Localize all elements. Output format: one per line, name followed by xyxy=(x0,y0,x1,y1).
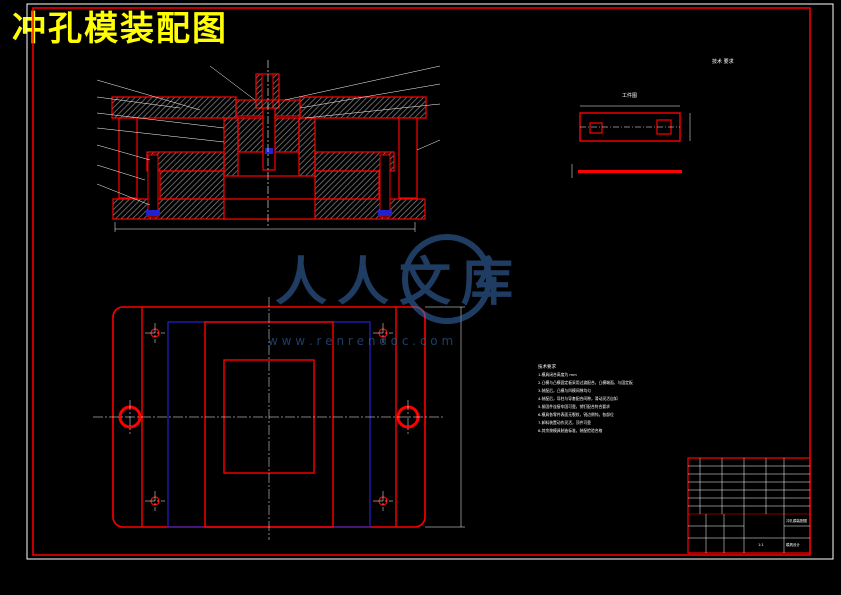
tech-note-line: 3.装配后，凸模与凹模间隙均匀 xyxy=(538,388,591,393)
watermark-url: w w w . r e n r e n d o c . c o m xyxy=(268,334,453,348)
bolt-left xyxy=(147,154,159,218)
plan-view xyxy=(93,297,465,540)
tech-note-line: 8.其余按模具制造标准，装配检验合格 xyxy=(538,428,603,433)
workpiece-view xyxy=(571,105,691,178)
die-plate-right xyxy=(314,170,380,200)
tech-note-line: 6.模具各零件表面无裂纹，锐边倒钝，各部位 xyxy=(538,412,614,417)
workpiece-hole-left xyxy=(589,122,603,134)
watermark-brand: 人人文库 xyxy=(275,253,523,313)
tech-note-line: 7.卸料装置动作灵活，顶件可靠 xyxy=(538,420,591,425)
punch xyxy=(262,107,276,171)
tech-note-line: 4.装配后，导柱与导套配合间隙，滑动灵活自如 xyxy=(538,396,618,401)
section-view xyxy=(96,60,441,232)
inner-frame xyxy=(32,7,811,556)
outer-frame xyxy=(26,3,834,560)
tech-note-line: 2.凸模与凸模固定板采用过渡配合，凸模端面，与固定板 xyxy=(538,380,633,385)
title-block xyxy=(687,457,811,554)
title-block-name: 冲孔模装配图 xyxy=(786,518,807,523)
watermark: 人人文库 w w w . r e n r e n d o c . c o m xyxy=(268,234,523,348)
punch-plate-right xyxy=(298,117,316,177)
part-label: 工件图 xyxy=(622,92,637,99)
guide-post-left xyxy=(118,117,138,199)
tech-notes-heading: 技术要求 xyxy=(538,363,556,370)
guide-post-right xyxy=(398,117,418,199)
tech-note-line: 1.模具闭合高度为 mm xyxy=(538,372,577,377)
lower-die-cavity xyxy=(223,175,316,220)
top-right-note: 技术 要求 xyxy=(712,58,734,65)
page-title: 冲孔模装配图 xyxy=(12,9,228,49)
workpiece-side xyxy=(578,170,682,173)
tech-notes: 技术要求 1.模具闭合高度为 mm 2.凸模与凸模固定板采用过渡配合，凸模端面，… xyxy=(538,363,633,433)
punch-plate-left xyxy=(223,117,239,177)
watermark-logo-ring xyxy=(402,234,492,324)
upper-die-plate xyxy=(111,96,237,119)
title-block-scale: 1:1 xyxy=(758,543,764,547)
title-block-school: 模具设计 xyxy=(786,542,800,547)
stripper-plate-left xyxy=(146,151,225,172)
bolt-right xyxy=(379,154,391,218)
tech-note-line: 5.紧固件连接牢固可靠，销钉配合符合要求 xyxy=(538,404,610,409)
die-plate-left xyxy=(159,170,225,200)
